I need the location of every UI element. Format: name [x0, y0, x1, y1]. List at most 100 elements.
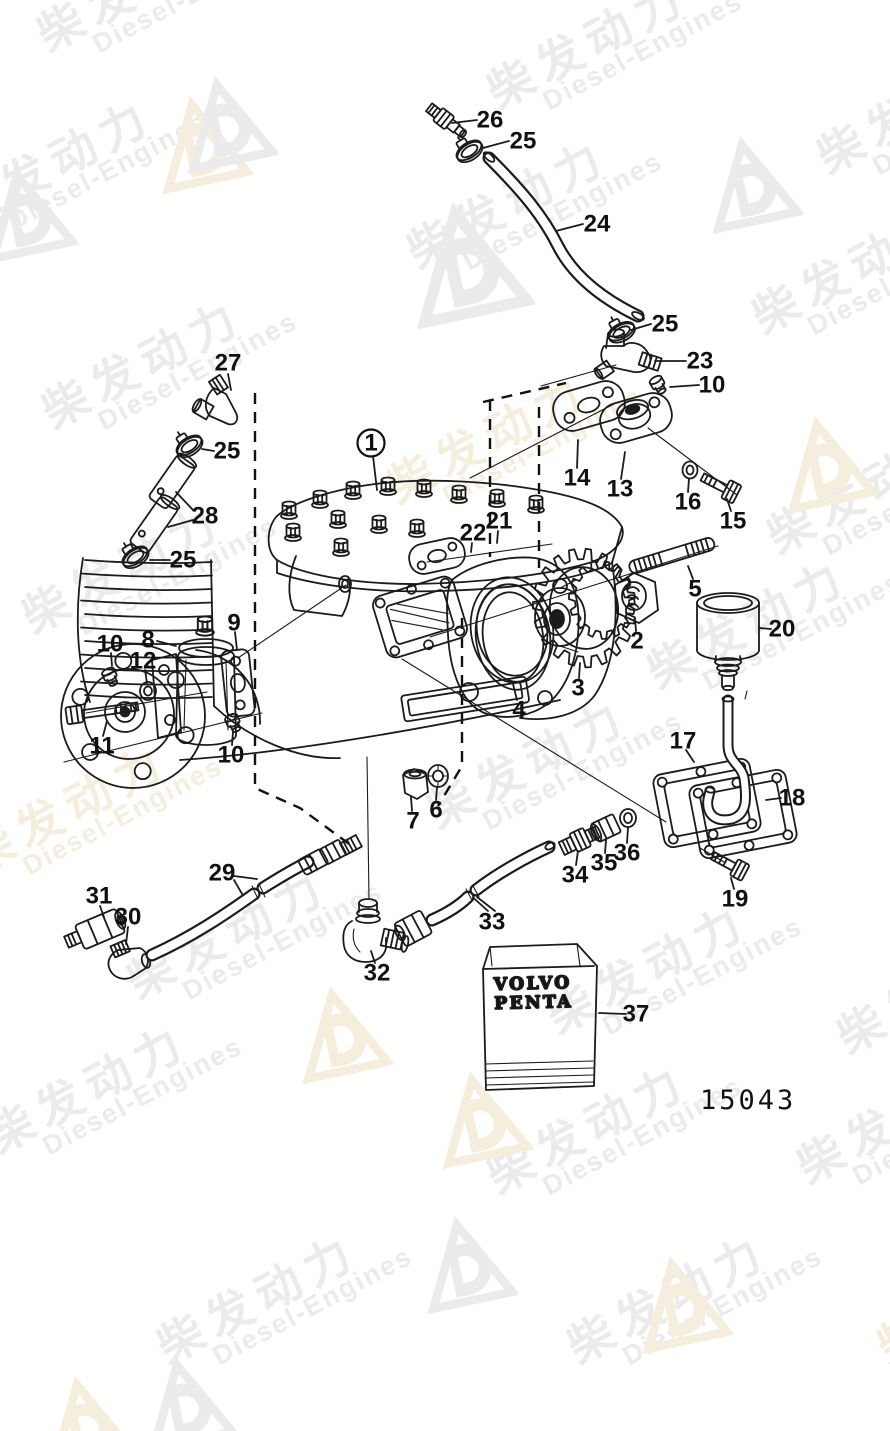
callout-25: 25	[214, 438, 241, 465]
callout-8: 8	[141, 627, 154, 654]
hose-29	[145, 834, 363, 962]
watermark-logo-icon	[389, 189, 538, 337]
o-ring-4	[469, 576, 555, 684]
callout-11: 11	[89, 733, 114, 760]
gear-3	[531, 547, 636, 669]
callout-25: 25	[170, 547, 197, 574]
left-hose-assembly	[113, 373, 239, 574]
volvo-penta-box: VOLVO PENTA	[482, 943, 598, 1091]
air-filter-20	[696, 592, 760, 692]
mounting-flange	[372, 575, 468, 659]
callout-3: 3	[571, 675, 584, 702]
drive-group	[469, 537, 716, 684]
watermark-logo-icon	[766, 406, 880, 520]
box-brand-line2: PENTA	[494, 992, 573, 1014]
callout-36: 36	[614, 840, 641, 867]
callout-leaders	[99, 119, 782, 1015]
washer-36	[619, 808, 637, 828]
callout-26: 26	[477, 107, 504, 134]
watermark-logo-icon	[26, 1366, 140, 1431]
nut-washer-group	[402, 764, 449, 800]
cover-plate-18	[688, 768, 798, 860]
oil-filter-group	[64, 615, 256, 746]
watermark-logo-icon	[166, 66, 280, 180]
flange-13	[599, 392, 673, 444]
figure-code: 15043	[700, 1085, 796, 1116]
callout-27: 27	[215, 350, 242, 377]
hose-24	[482, 151, 645, 323]
callout-33: 33	[479, 909, 506, 936]
cylinder-head	[267, 476, 624, 617]
callout-2: 2	[630, 628, 643, 655]
breather-hose-assembly	[425, 102, 670, 398]
watermark-logo-icon	[621, 1246, 735, 1360]
callout-28: 28	[192, 503, 219, 530]
assembly-dashed-lines	[253, 381, 567, 847]
drain-pipe	[702, 694, 751, 826]
callout-5: 5	[688, 576, 701, 603]
nut-2	[614, 572, 659, 624]
callout-17: 17	[670, 728, 697, 755]
callout-10: 10	[218, 742, 245, 769]
callout-25: 25	[652, 311, 679, 338]
callout-22: 22	[460, 520, 487, 547]
callout-31: 31	[86, 883, 113, 910]
fitting-31	[63, 908, 127, 950]
watermark-logo-icon	[691, 126, 805, 240]
callout-18: 18	[779, 785, 806, 812]
box-brand-line1: VOLVO	[493, 973, 572, 995]
filter-cover-group	[652, 592, 798, 882]
watermark-logo-icon	[421, 1061, 535, 1175]
bottom-hose-assembly	[342, 808, 637, 963]
elbow-30	[107, 947, 152, 980]
hoses-28	[129, 452, 198, 554]
washer-16	[681, 460, 699, 480]
outlet-flange-group	[552, 380, 742, 504]
callout-20: 20	[769, 616, 796, 643]
callout-19: 19	[722, 886, 749, 913]
callout-10: 10	[699, 372, 726, 399]
callout-13: 13	[607, 476, 634, 503]
callout-layer: 1234567891010101112131415161718192021222…	[86, 107, 806, 1028]
elbow-23	[593, 328, 663, 381]
gasket-9	[220, 648, 256, 718]
watermark-logo-icon	[406, 1206, 520, 1320]
callout-6: 6	[429, 797, 442, 824]
callout-21: 21	[486, 508, 513, 535]
callout-37: 37	[623, 1001, 650, 1028]
callout-23: 23	[687, 348, 714, 375]
watermark-logo-icon	[281, 976, 395, 1090]
fitting-34	[557, 825, 601, 856]
clamp-25-left-lower	[113, 533, 153, 574]
callout-4: 4	[512, 697, 526, 724]
elbow-27	[191, 373, 239, 426]
callout-35: 35	[591, 850, 618, 877]
clamp-25-top	[447, 127, 487, 168]
stud-5	[628, 537, 716, 575]
callout-25: 25	[510, 128, 537, 155]
watermark-logo-icon	[126, 1346, 240, 1431]
callout-16: 16	[675, 489, 702, 516]
bolt-19	[710, 851, 750, 882]
bracket	[151, 653, 182, 739]
callout-7: 7	[406, 808, 419, 835]
callout-29: 29	[209, 860, 236, 887]
bolt-15	[699, 472, 742, 504]
callout-30: 30	[115, 904, 142, 931]
callout-24: 24	[584, 211, 611, 238]
plug-35	[589, 813, 622, 843]
nut-7	[402, 768, 429, 800]
callout-32: 32	[364, 960, 391, 987]
bolt-11	[64, 701, 140, 725]
washer-6	[427, 764, 449, 788]
callout-circle	[356, 428, 386, 458]
callout-9: 9	[227, 610, 240, 637]
hose-33	[393, 840, 556, 947]
lower-left-hose-assembly	[63, 834, 363, 980]
elbow-32	[342, 898, 410, 963]
callout-12: 12	[130, 648, 157, 675]
callout-15: 15	[720, 508, 747, 535]
